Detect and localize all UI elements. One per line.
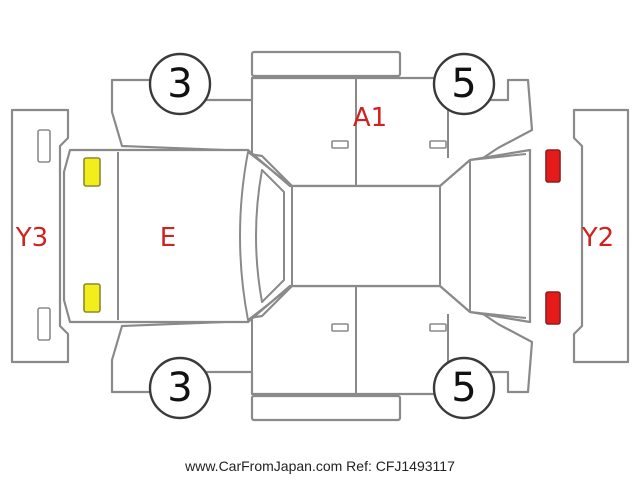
zone-code-a1: A1 <box>353 103 387 133</box>
door-handle-top-rear <box>429 140 447 149</box>
zone-code-y3: Y3 <box>15 223 48 253</box>
wheel-rear-left: 5 <box>432 52 496 116</box>
wheel-front-left: 3 <box>148 52 212 116</box>
zone-code-e: E <box>160 223 176 253</box>
wheel-rear-right-grade: 5 <box>451 365 476 411</box>
rear-hatch-line <box>469 153 527 319</box>
side-sill-top <box>250 50 402 78</box>
door-handle-bottom-rear <box>429 323 447 332</box>
zone-code-y2: Y2 <box>581 223 614 253</box>
rear-bumper <box>572 108 630 364</box>
wheel-front-left-grade: 3 <box>167 61 192 107</box>
door-handle-top-front <box>331 140 349 149</box>
wheel-rear-right: 5 <box>432 356 496 420</box>
windshield <box>239 151 293 321</box>
wheel-front-right-grade: 3 <box>167 365 192 411</box>
door-handle-bottom-front <box>331 323 349 332</box>
rear-lamp-top <box>545 149 561 183</box>
windshield-inner <box>255 169 285 303</box>
wheel-rear-left-grade: 5 <box>451 61 476 107</box>
watermark: www.CarFromJapan.com Ref: CFJ1493117 <box>185 458 455 474</box>
front-lamp-bottom <box>83 283 101 313</box>
front-lamp-top <box>83 157 101 187</box>
wheel-front-right: 3 <box>148 356 212 420</box>
front-bumper-slot-bottom <box>37 307 51 341</box>
front-bumper-slot-top <box>37 129 51 163</box>
front-bumper <box>10 108 70 364</box>
rear-lamp-bottom <box>545 291 561 325</box>
side-sill-bottom <box>250 394 402 422</box>
